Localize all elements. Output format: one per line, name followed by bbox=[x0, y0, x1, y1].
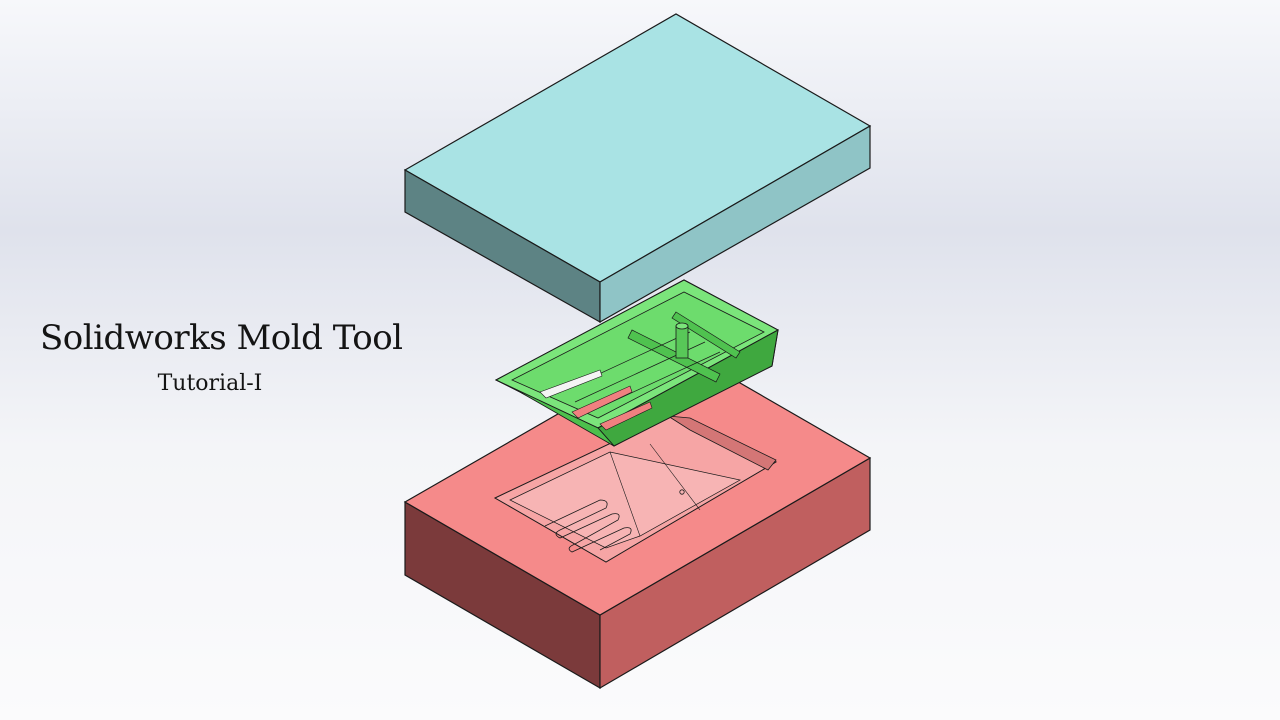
part-slot-3 bbox=[599, 401, 653, 431]
part-front-wall bbox=[495, 379, 615, 447]
cavity-pin-hole bbox=[679, 489, 685, 495]
cavity-inner-wall bbox=[667, 415, 777, 471]
core-plate[interactable] bbox=[403, 13, 872, 324]
part-slot-1 bbox=[539, 369, 603, 399]
part-boss bbox=[675, 325, 689, 359]
video-subtitle: Tutorial-I bbox=[157, 371, 263, 396]
molded-part[interactable] bbox=[494, 279, 780, 447]
cavity-floor bbox=[509, 451, 741, 549]
core-plate-side-face bbox=[599, 124, 871, 324]
part-slot-2 bbox=[571, 385, 633, 419]
video-title: Solidworks Mold Tool bbox=[40, 318, 403, 358]
cavity-slot-grooves bbox=[544, 499, 632, 553]
part-rib-2 bbox=[671, 311, 741, 359]
